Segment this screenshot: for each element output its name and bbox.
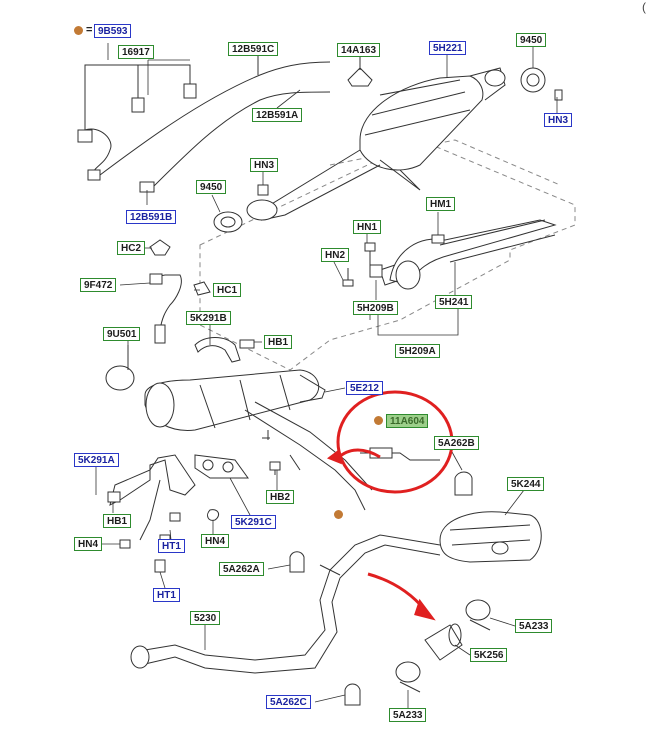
bracket-5K291A: [107, 454, 196, 541]
isolator-5A262C: [344, 683, 361, 706]
bolt-HT1-low: [154, 559, 166, 573]
callout-16917[interactable]: 16917: [118, 45, 154, 59]
callout-9B593[interactable]: 9B593: [94, 24, 132, 38]
callout-HC1[interactable]: HC1: [213, 283, 242, 297]
callout-HT1-mid[interactable]: HT1: [158, 539, 185, 553]
isolator-5A262A: [289, 551, 305, 573]
nut-HN3-right: [554, 89, 563, 101]
rear-silencer-5K244: [439, 511, 542, 563]
clamp-5A233-low: [395, 661, 421, 693]
callout-5A262B[interactable]: 5A262B: [434, 436, 479, 450]
callout-11A604[interactable]: 11A604: [386, 414, 429, 428]
callout-12B591A[interactable]: 12B591A: [252, 108, 303, 122]
clip-HC2: [149, 239, 171, 256]
clamp-HN2: [369, 264, 383, 278]
callout-HN1[interactable]: HN1: [353, 220, 382, 234]
nut-HN3-mid: [257, 184, 269, 196]
callout-9F472[interactable]: 9F472: [80, 278, 117, 292]
clip-14A163: [347, 67, 373, 87]
callout-12B591B[interactable]: 12B591B: [126, 210, 177, 224]
legend-equals: =: [86, 24, 93, 36]
bracket-5K291B: [194, 337, 241, 363]
intermediate-pipe-5230: [130, 534, 441, 674]
callout-5K256[interactable]: 5K256: [470, 648, 508, 662]
callout-9450-mid[interactable]: 9450: [196, 180, 227, 194]
bolt-HM1: [431, 234, 445, 244]
connector-16917-d: [87, 169, 101, 181]
callout-5H221[interactable]: 5H221: [429, 41, 467, 55]
callout-HN4-mid[interactable]: HN4: [201, 534, 230, 548]
stud-HB2: [269, 461, 281, 471]
mounting-bracket-5H209: [379, 219, 557, 290]
washer-HN4-mid: [207, 509, 220, 521]
callout-5A262C[interactable]: 5A262C: [266, 695, 311, 709]
sensor-harness-12B591: [99, 61, 331, 176]
connector-16917-c: [77, 129, 93, 143]
callout-5H209A[interactable]: 5H209A: [395, 344, 440, 358]
callout-HN3-right[interactable]: HN3: [544, 113, 573, 127]
tailpipe-5K256: [424, 623, 463, 661]
callout-HB2[interactable]: HB2: [266, 490, 295, 504]
sensor-harness-16917: [84, 128, 112, 176]
callout-5E212[interactable]: 5E212: [346, 381, 383, 395]
bolt-HB1-top: [239, 339, 255, 349]
callout-9U501[interactable]: 9U501: [103, 327, 141, 341]
callout-HC2[interactable]: HC2: [117, 241, 146, 255]
callout-5K291B[interactable]: 5K291B: [186, 311, 231, 325]
connector-16917-a: [131, 97, 145, 113]
callout-5A233-low[interactable]: 5A233: [389, 708, 427, 722]
callout-HN3-mid[interactable]: HN3: [250, 158, 279, 172]
callout-HN4-left[interactable]: HN4: [74, 537, 103, 551]
legend-dot: [74, 26, 83, 35]
front-catalyst-5E212: [144, 369, 373, 511]
callout-14A163[interactable]: 14A163: [337, 43, 381, 57]
callout-5H241[interactable]: 5H241: [435, 295, 473, 309]
callout-9450-top[interactable]: 9450: [516, 33, 547, 47]
gasket-5K291C: [194, 454, 249, 479]
gasket-9450-mid: [213, 211, 243, 233]
clip-HC1: [193, 281, 211, 296]
diesel-particulate-filter-5H221: [246, 67, 506, 221]
oxygen-sensor-9F472: [149, 274, 182, 331]
callout-5A233-top[interactable]: 5A233: [515, 619, 553, 633]
callout-HB1-top[interactable]: HB1: [264, 335, 293, 349]
clamp-5A233-top: [465, 599, 491, 631]
dashed-subframe-outline: [199, 139, 576, 371]
callout-5A262A[interactable]: 5A262A: [219, 562, 264, 576]
callout-5K244[interactable]: 5K244: [507, 477, 545, 491]
connector-16917-b: [183, 83, 197, 99]
bolt-HN2: [342, 279, 354, 287]
callout-HM1[interactable]: HM1: [426, 197, 456, 211]
dot-lower: [334, 510, 343, 519]
bolt-HN4-left: [119, 539, 131, 549]
callout-5K291A[interactable]: 5K291A: [74, 453, 119, 467]
dot-11A604: [374, 416, 383, 425]
callout-HT1-low[interactable]: HT1: [153, 588, 180, 602]
isolator-5A262B: [454, 471, 473, 496]
gasket-9450-top: [520, 67, 546, 93]
page-edge-marker: (: [642, 0, 646, 14]
callout-5K291C[interactable]: 5K291C: [231, 515, 276, 529]
callout-HB1-low[interactable]: HB1: [103, 514, 132, 528]
clamp-9U501: [105, 365, 135, 391]
callout-12B591C[interactable]: 12B591C: [228, 42, 279, 56]
dashed-subframe-inner: [329, 139, 561, 186]
callout-5230[interactable]: 5230: [190, 611, 221, 625]
bolt-HN1: [364, 242, 376, 252]
callout-5H209B[interactable]: 5H209B: [353, 301, 398, 315]
callout-HN2[interactable]: HN2: [321, 248, 350, 262]
red-arrow-tailpipe: [367, 572, 427, 611]
